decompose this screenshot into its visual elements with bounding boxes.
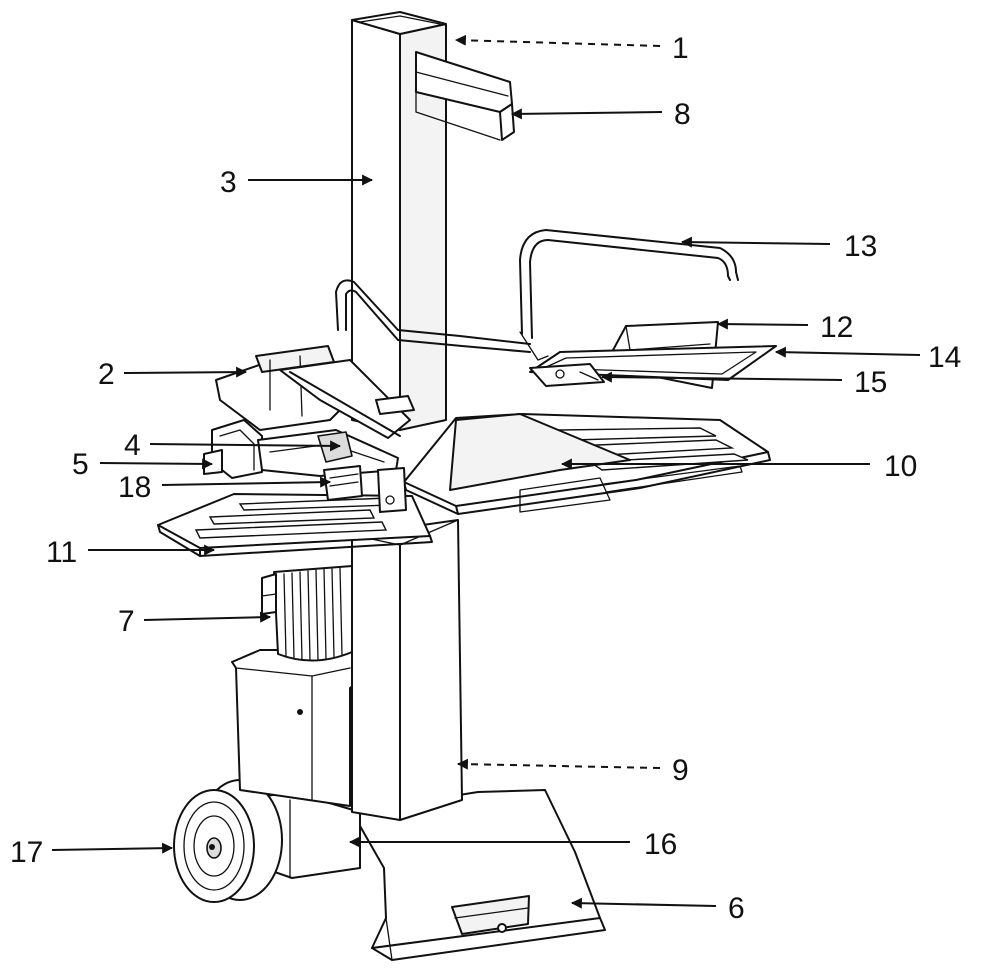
leader-8 — [510, 108, 663, 120]
callout-3: 3 — [220, 166, 237, 199]
callout-4: 4 — [124, 429, 141, 462]
callout-8: 8 — [674, 98, 691, 131]
leader-13 — [680, 236, 831, 248]
callout-5: 5 — [72, 448, 89, 481]
callout-9: 9 — [672, 754, 689, 787]
lever-bracket — [529, 363, 605, 387]
leader-4 — [149, 440, 342, 452]
motor-housing-box — [231, 649, 361, 807]
callout-1: 1 — [672, 32, 689, 65]
callout-11: 11 — [46, 536, 77, 569]
callout-18: 18 — [118, 471, 151, 504]
callout-6: 6 — [728, 892, 745, 925]
wheel — [173, 779, 283, 903]
lower-column — [351, 519, 463, 821]
leader-14 — [774, 346, 921, 358]
callout-14: 14 — [928, 341, 961, 374]
callout-leaders — [51, 34, 921, 909]
leader-9 — [456, 758, 661, 770]
callout-12: 12 — [820, 311, 853, 344]
callout-numbers: 1 2 3 4 5 6 7 8 9 10 11 12 13 14 15 16 1… — [10, 32, 961, 925]
base-foot-plate — [351, 789, 606, 961]
leader-2 — [123, 366, 248, 378]
leader-12 — [716, 318, 809, 330]
lever-arm-left — [335, 279, 531, 353]
lever-arm-right — [519, 229, 739, 361]
leader-5 — [99, 458, 214, 470]
callout-2: 2 — [98, 358, 115, 391]
electric-motor — [261, 565, 353, 662]
callout-16: 16 — [644, 828, 677, 861]
leader-15 — [600, 371, 843, 383]
callout-15: 15 — [854, 366, 887, 399]
leader-18 — [161, 476, 332, 488]
control-mechanism — [203, 345, 415, 513]
callout-13: 13 — [844, 230, 877, 263]
leader-17 — [51, 842, 174, 854]
top-handle — [415, 51, 515, 141]
upper-work-table — [403, 413, 771, 515]
leader-1 — [454, 34, 661, 47]
lower-work-table — [157, 493, 433, 557]
machine-illustration — [157, 11, 777, 961]
callout-7: 7 — [118, 605, 135, 638]
callout-17: 17 — [10, 836, 43, 869]
leader-6 — [570, 897, 717, 909]
leader-7 — [143, 611, 272, 623]
callout-10: 10 — [884, 450, 917, 483]
